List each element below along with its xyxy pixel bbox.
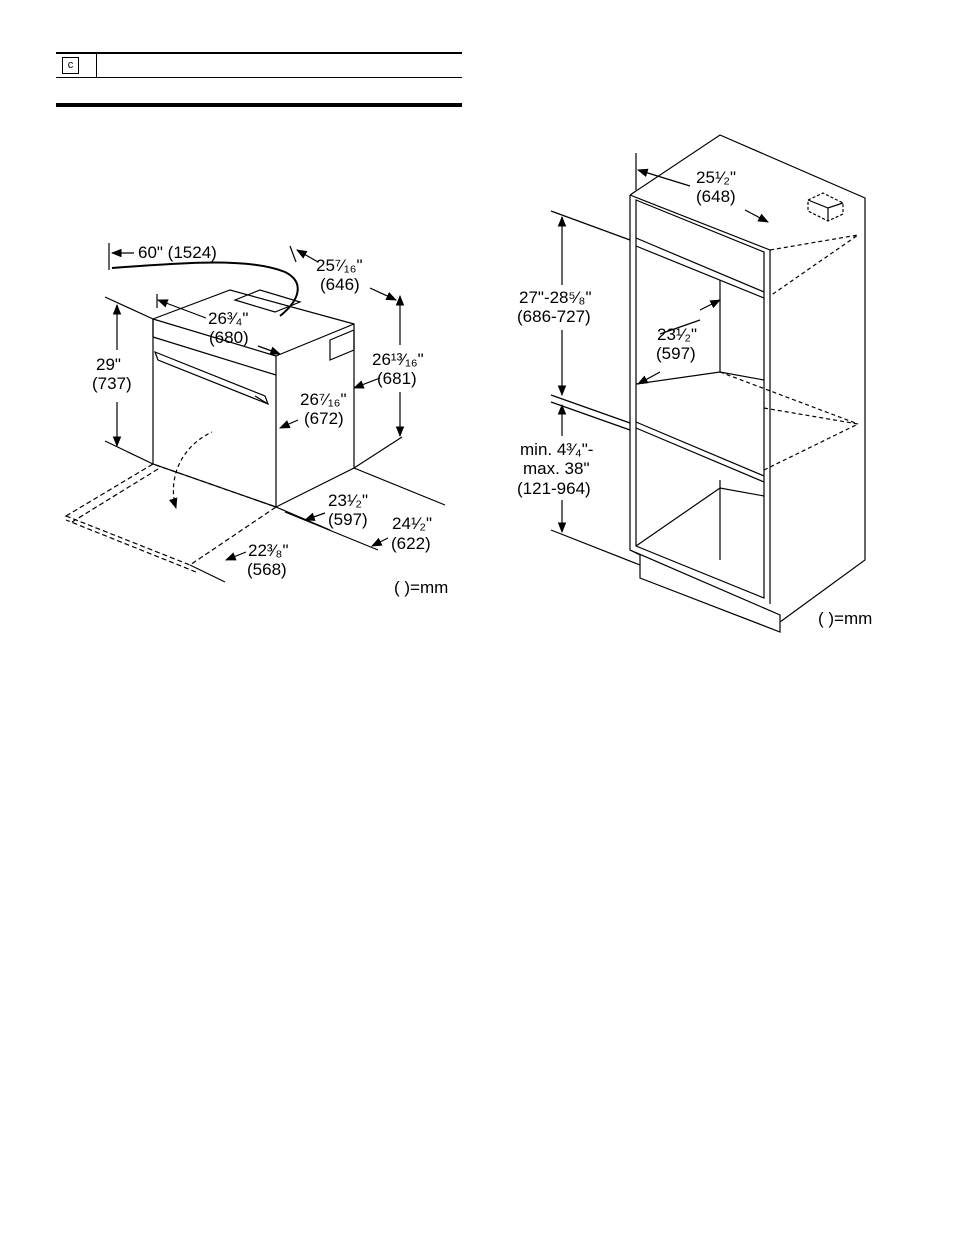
oven-units-note: ( )=mm (394, 578, 449, 597)
body-depth-inch-label: 26⁷⁄₁₆" (300, 390, 347, 409)
header-rule-top (56, 52, 462, 54)
body-width-inch-label: 23¹⁄₂" (328, 491, 369, 510)
oven-side-face (275, 323, 355, 508)
front-width-mm-label: (680) (209, 328, 249, 347)
height-mm-label: (737) (92, 374, 132, 393)
cutout-height-mm-label: (686-727) (517, 307, 591, 326)
overall-depth-mm-label: (681) (377, 369, 417, 388)
overall-depth-inch-label: 26¹³⁄₁₆" (372, 350, 424, 369)
cabinet-units-note: ( )=mm (818, 609, 873, 628)
body-depth-mm-label: (672) (304, 409, 344, 428)
cutout-width-inch-label: 23¹⁄₂" (657, 325, 698, 344)
header-rule-thick (56, 103, 462, 107)
door-depth-inch-label: 22³⁄₈" (248, 541, 289, 560)
side-depth-mm-label: (622) (391, 534, 431, 553)
header-rule-middle (56, 77, 462, 78)
cabinet-outline (629, 134, 866, 623)
door-depth-mm-label: (568) (247, 560, 287, 579)
top-depth-inch-label: 25⁷⁄₁₆" (316, 256, 363, 275)
body-width-mm-label: (597) (328, 510, 368, 529)
oven-top-face (152, 289, 355, 325)
header-divider (96, 54, 97, 77)
floor-mm-label: (121-964) (517, 479, 591, 498)
front-width-inch-label: 26³⁄₄" (208, 309, 249, 328)
floor-min-label: min. 4³⁄₄"- (520, 440, 594, 459)
cutout-width-mm-label: (597) (656, 344, 696, 363)
top-depth-mm-label: (646) (320, 275, 360, 294)
section-marker-c: c (62, 57, 79, 74)
floor-max-label: max. 38" (523, 459, 590, 478)
side-depth-inch-label: 24¹⁄₂" (392, 514, 433, 533)
height-inch-label: 29" (96, 355, 121, 374)
cabinet-depth-inch-label: 25¹⁄₂" (696, 168, 737, 187)
cutout-height-inch-label: 27"-28⁵⁄₈" (519, 288, 592, 307)
cord-length-label: 60" (1524) (138, 243, 217, 262)
cabinet-depth-mm-label: (648) (696, 187, 736, 206)
